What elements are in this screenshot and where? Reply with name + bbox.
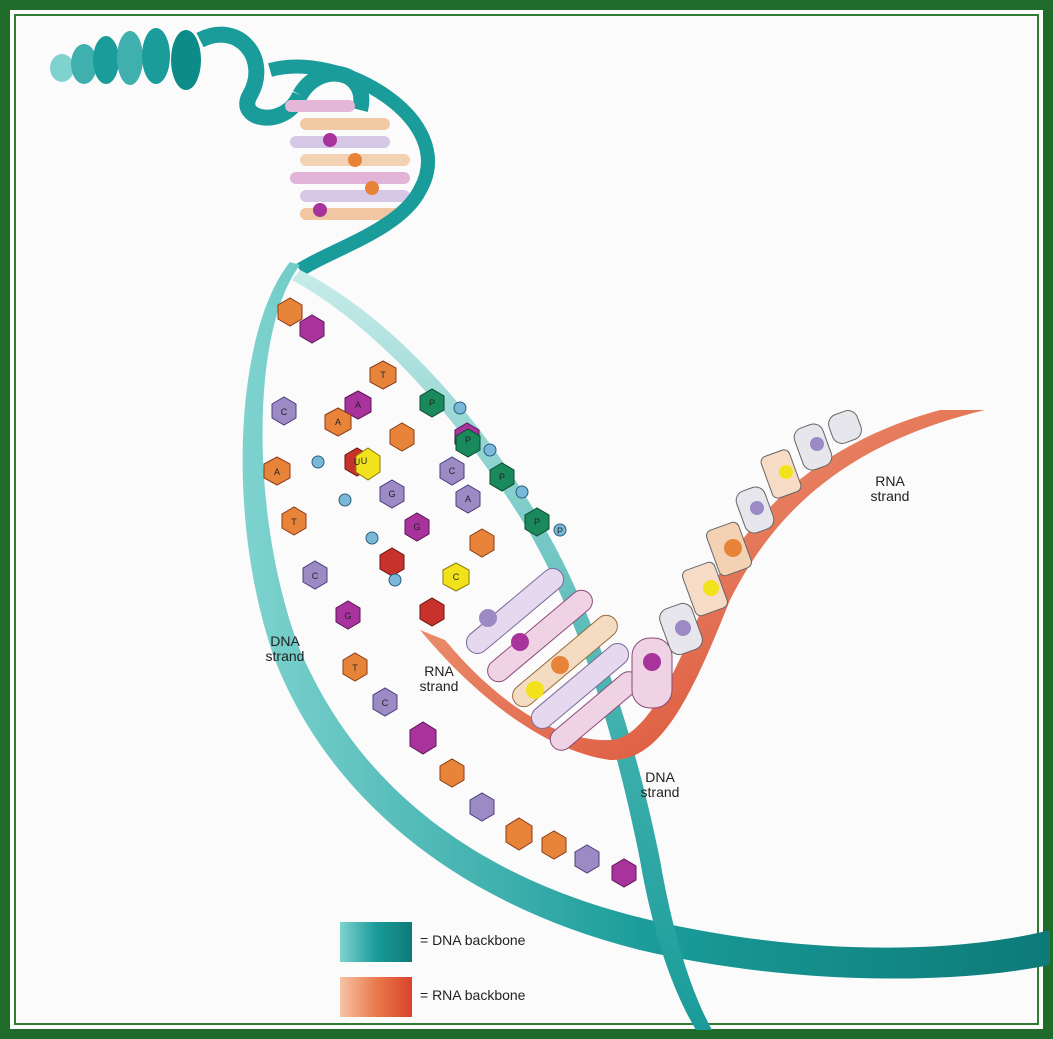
label-dna-strand-left: DNA strand [255, 634, 315, 664]
left-strand-base-letter-4: G [344, 611, 351, 621]
label-rna-left-line2: strand [407, 679, 471, 694]
helix-base-pairs [285, 100, 410, 220]
base-letter-rung_row_4-0: G [388, 489, 395, 499]
base-letter-rung_row_5-2: P [557, 526, 563, 536]
base-letter-rung_row_3-2: P [499, 472, 505, 482]
legend-rna-label: = RNA backbone [420, 987, 525, 1003]
base-letter-rung_row_1-0: T [380, 370, 386, 380]
legend-dna-swatch [340, 922, 412, 962]
legend-rna-swatch [340, 977, 412, 1017]
legend-dna-label: = DNA backbone [420, 932, 525, 948]
base-letter-rung_row_1-2: P [429, 398, 435, 408]
base-letter-rung_row_2-2: P [465, 435, 471, 445]
left-strand-base-letter-2: T [291, 517, 297, 527]
left-strand-base-letter-5: T [352, 663, 358, 673]
base-letter-rung_row_5-0: C [453, 572, 460, 582]
label-rna-right-line2: strand [858, 489, 922, 504]
label-rna-right-line1: RNA [858, 474, 922, 489]
base-letter-rung_row_1-1: A [355, 400, 361, 410]
left-strand-base-letter-3: C [312, 571, 319, 581]
base-letter-rung_row_2-1: U [361, 456, 368, 466]
base-letter-rung_row_3-1: G [413, 522, 420, 532]
base-letter-rung_row_3-0: U [354, 457, 361, 467]
label-dna-right-line2: strand [630, 785, 690, 800]
label-dna-left-line1: DNA [255, 634, 315, 649]
label-rna-strand-right: RNA strand [858, 474, 922, 504]
label-dna-right-line1: DNA [630, 770, 690, 785]
base-letter-rung_row_4-1: C [449, 466, 456, 476]
base-letter-rung_row_5-1: A [465, 494, 471, 504]
label-rna-strand-left: RNA strand [407, 664, 471, 694]
base-letter-rung_row_4-2: P [534, 517, 540, 527]
base-letter-rung_row_2-0: A [335, 417, 341, 427]
label-dna-strand-right: DNA strand [630, 770, 690, 800]
left-strand-base-letter-0: C [281, 407, 288, 417]
left-strand-base-letter-6: C [382, 698, 389, 708]
left-strand-base-letter-1: A [274, 467, 280, 477]
label-dna-left-line2: strand [255, 649, 315, 664]
label-rna-left-line1: RNA [407, 664, 471, 679]
